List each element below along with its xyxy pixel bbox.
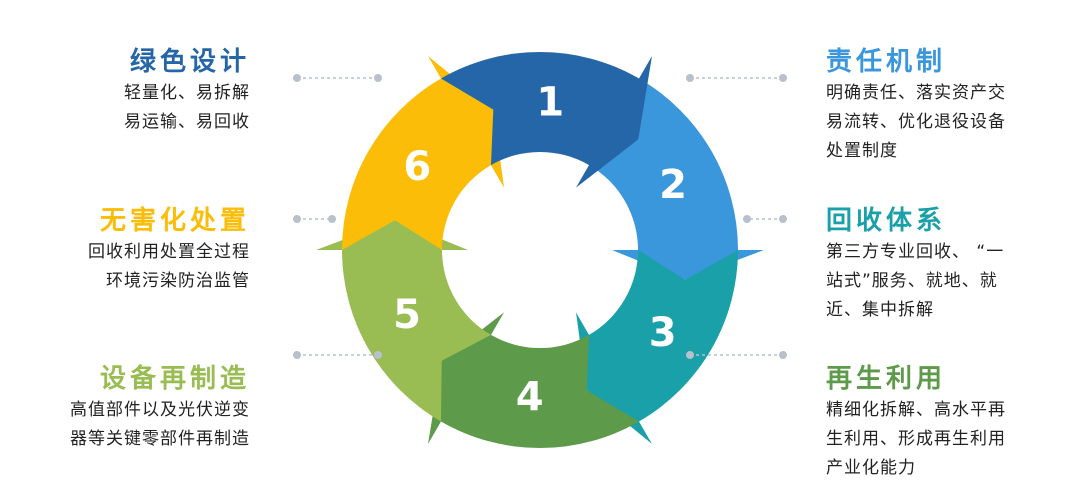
- connector-1: [293, 74, 382, 82]
- step-3-text: 回收体系 第三方专业回收、 “一 站式”服务、就地、就 近、集中拆解: [826, 204, 1004, 325]
- step-4-text: 再生利用 精细化拆解、高水平再 生利用、形成再生利用 产业化能力: [826, 362, 1006, 483]
- step-1-desc-line-1: 轻量化、易拆解: [124, 83, 250, 103]
- connector-5: [743, 215, 787, 223]
- connector-3: [293, 351, 382, 359]
- cycle-segment-3: [576, 250, 738, 444]
- step-1-text: 绿色设计 轻量化、易拆解 易运输、易回收: [124, 45, 250, 137]
- step-3-title: 回收体系: [826, 206, 947, 236]
- cycle-segment-2: [589, 78, 764, 280]
- step-6-text: 无害化处置 回收利用处置全过程 环境污染防治监管: [88, 204, 250, 296]
- step-2-desc-line-3: 处置制度: [826, 141, 898, 161]
- step-3-desc-line-1: 第三方专业回收、 “一: [826, 242, 1005, 262]
- cycle-segment-1: [441, 51, 652, 188]
- step-3-desc-line-2: 站式”服务、就地、就: [826, 271, 998, 291]
- step-2-desc-line-1: 明确责任、落实资产交: [826, 83, 1006, 103]
- step-number-3: 3: [649, 310, 677, 356]
- step-3-desc-line-3: 近、集中拆解: [826, 300, 934, 320]
- step-5-desc-line-1: 高值部件以及光伏逆变: [70, 400, 250, 420]
- step-4-desc-line-3: 产业化能力: [826, 458, 916, 478]
- connector-6: [686, 351, 787, 359]
- step-5-title: 设备再制造: [99, 364, 250, 394]
- step-6-desc-line-1: 回收利用处置全过程: [88, 242, 250, 262]
- step-1-desc-line-2: 易运输、易回收: [124, 112, 250, 132]
- step-number-1: 1: [536, 79, 564, 125]
- step-4-desc-line-2: 生利用、形成再生利用: [826, 429, 1006, 449]
- step-4-desc-line-1: 精细化拆解、高水平再: [826, 400, 1006, 420]
- step-2-desc-line-2: 易流转、优化退役设备: [826, 112, 1006, 132]
- step-number-2: 2: [659, 162, 687, 208]
- cycle-segment-6: [342, 56, 504, 250]
- step-number-4: 4: [516, 375, 544, 421]
- step-number-6: 6: [403, 144, 431, 190]
- step-1-title: 绿色设计: [129, 47, 250, 77]
- step-6-desc-line-2: 环境污染防治监管: [106, 271, 250, 291]
- cycle-segment-5: [316, 220, 491, 422]
- step-5-desc-line-2: 器等关键零部件再制造: [70, 429, 250, 449]
- step-6-title: 无害化处置: [99, 206, 250, 236]
- connector-4: [686, 74, 787, 82]
- step-2-text: 责任机制 明确责任、落实资产交 易流转、优化退役设备 处置制度: [826, 45, 1006, 166]
- cycle-segment-4: [428, 312, 639, 449]
- step-2-title: 责任机制: [826, 47, 947, 77]
- connector-2: [293, 215, 336, 223]
- step-4-title: 再生利用: [826, 364, 947, 394]
- step-5-text: 设备再制造 高值部件以及光伏逆变 器等关键零部件再制造: [70, 362, 250, 454]
- step-number-5: 5: [393, 292, 421, 338]
